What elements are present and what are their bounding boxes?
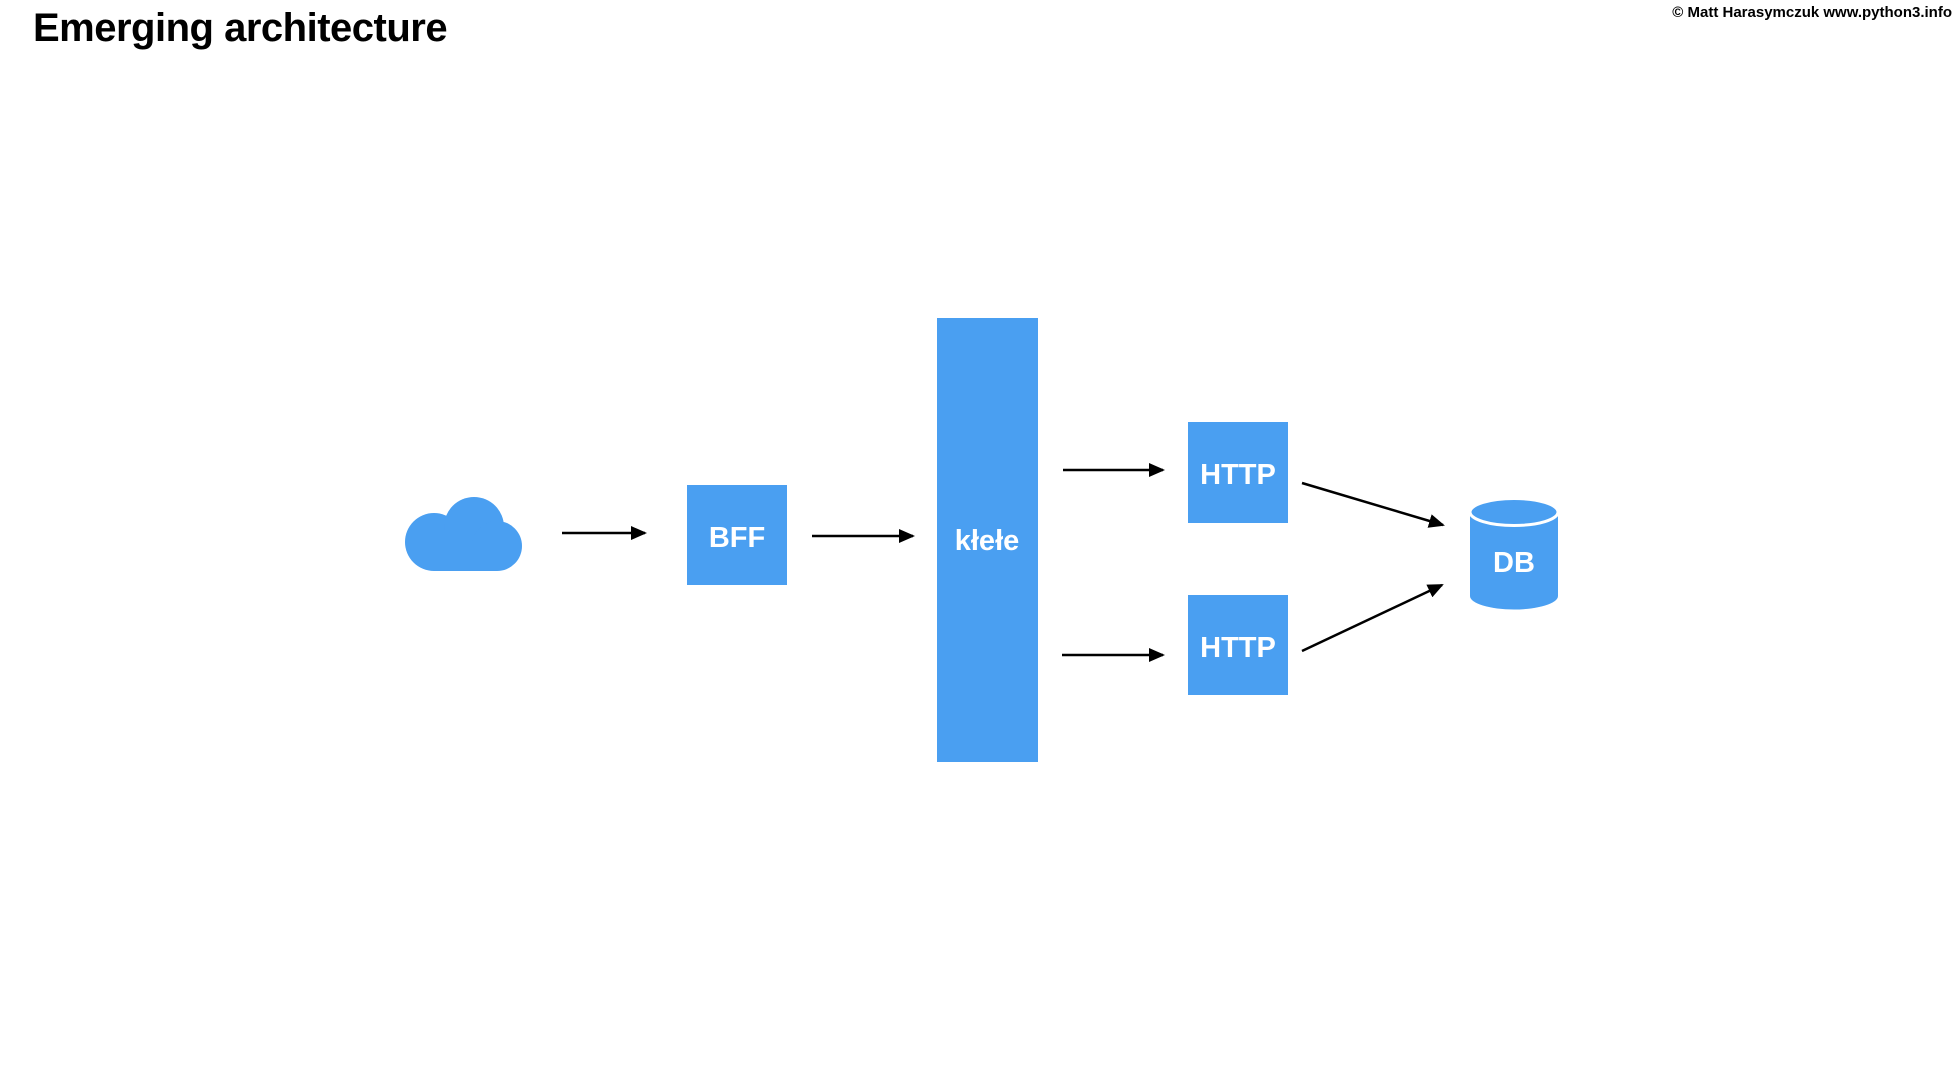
node-http-top: HTTP	[1188, 422, 1288, 523]
node-db: DB	[1468, 497, 1560, 610]
copyright-text: © Matt Harasymczuk www.python3.info	[1672, 4, 1952, 21]
node-http-bottom: HTTP	[1188, 595, 1288, 695]
node-db-label: DB	[1493, 547, 1535, 579]
edge-http-top-to-db	[1301, 481, 1445, 528]
cloud-icon	[405, 497, 522, 571]
node-http-top-label: HTTP	[1200, 459, 1276, 491]
node-bff-label: BFF	[709, 522, 765, 554]
node-klele: kłełe	[937, 318, 1038, 762]
page-title: Emerging architecture	[33, 6, 448, 50]
db-cylinder-top	[1468, 497, 1560, 527]
edge-http-bottom-to-db	[1301, 583, 1444, 653]
node-bff: BFF	[687, 485, 787, 585]
node-http-bottom-label: HTTP	[1200, 632, 1276, 664]
node-klele-label: kłełe	[955, 525, 1020, 557]
